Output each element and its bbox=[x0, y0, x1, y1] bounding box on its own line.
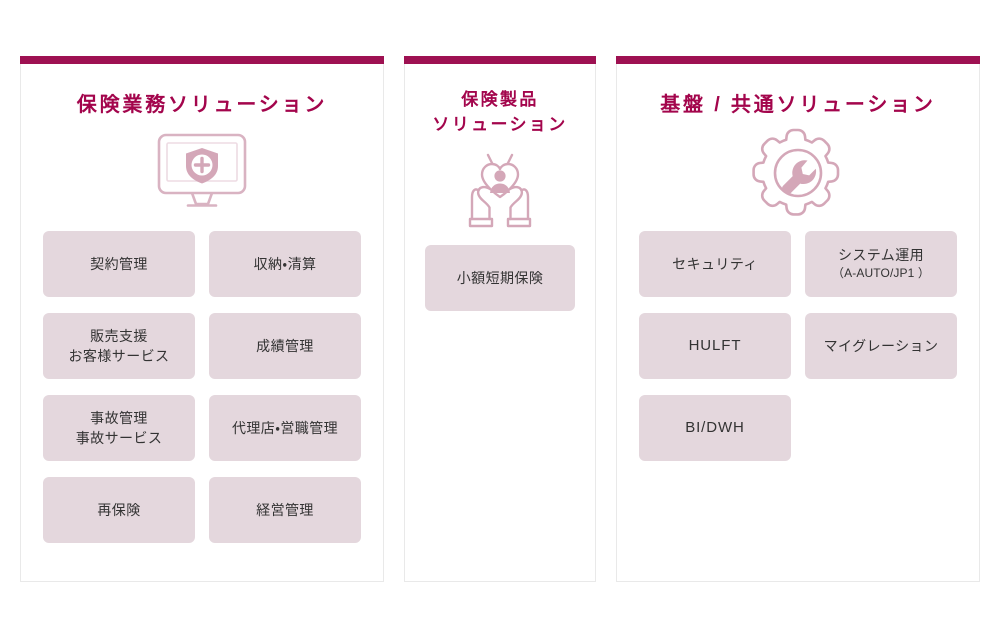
page-title-business: 保険業務ソリューション bbox=[76, 94, 328, 116]
tile-security[interactable]: セキュリティ bbox=[639, 231, 791, 297]
tile-bi-dwh[interactable]: BI/DWH bbox=[639, 395, 791, 461]
tile-grid-product: 小額短期保険 bbox=[425, 235, 575, 312]
tile-accident-management[interactable]: 事故管理事故サービス bbox=[43, 395, 195, 461]
tile-system-operation-sublabel: （A-AUTO/JP1 ） bbox=[831, 266, 931, 281]
tile-business-management[interactable]: 経営管理 bbox=[209, 477, 361, 543]
tile-system-operation-label: システム運用 bbox=[837, 247, 925, 264]
tile-reinsurance[interactable]: 再保険 bbox=[43, 477, 195, 543]
tile-collection-settlement[interactable]: 収納・清算 bbox=[209, 231, 361, 297]
tile-agency-staff-management[interactable]: 代理店・営職管理 bbox=[209, 395, 361, 461]
solution-card-business: 保険業務ソリューション 契約管理 収納・清算 販売支援お客様サービス 成績管理 … bbox=[20, 56, 384, 582]
tile-performance-management[interactable]: 成績管理 bbox=[209, 313, 361, 379]
gear-wrench-icon bbox=[752, 125, 844, 221]
card-accent-bar bbox=[616, 56, 980, 64]
tile-grid-business: 契約管理 収納・清算 販売支援お客様サービス 成績管理 事故管理事故サービス 代… bbox=[43, 221, 361, 543]
solution-card-platform: 基盤 / 共通ソリューション セキュリティ システム運用 （A-AUTO/JP1… bbox=[616, 56, 980, 582]
monitor-shield-plus-icon bbox=[156, 125, 248, 221]
page-title-product-line1: 保険製品 bbox=[461, 90, 539, 109]
page-title-product: 保険製品 ソリューション bbox=[426, 64, 573, 137]
card-accent-bar bbox=[20, 56, 384, 64]
tile-migration[interactable]: マイグレーション bbox=[805, 313, 957, 379]
tile-system-operation[interactable]: システム運用 （A-AUTO/JP1 ） bbox=[805, 231, 957, 297]
hands-heart-person-icon bbox=[459, 139, 541, 235]
tile-contract-management[interactable]: 契約管理 bbox=[43, 231, 195, 297]
tile-sales-support[interactable]: 販売支援お客様サービス bbox=[43, 313, 195, 379]
card-accent-bar bbox=[404, 56, 596, 64]
tile-small-amount-short-term-insurance[interactable]: 小額短期保険 bbox=[425, 245, 575, 312]
tile-grid-platform: セキュリティ システム運用 （A-AUTO/JP1 ） HULFT マイグレーシ… bbox=[639, 221, 957, 461]
page-title-product-line2: ソリューション bbox=[432, 114, 568, 134]
page-title-platform: 基盤 / 共通ソリューション bbox=[660, 94, 936, 116]
tile-hulft[interactable]: HULFT bbox=[639, 313, 791, 379]
solution-card-product: 保険製品 ソリューション 小額短期保険 bbox=[404, 56, 596, 582]
